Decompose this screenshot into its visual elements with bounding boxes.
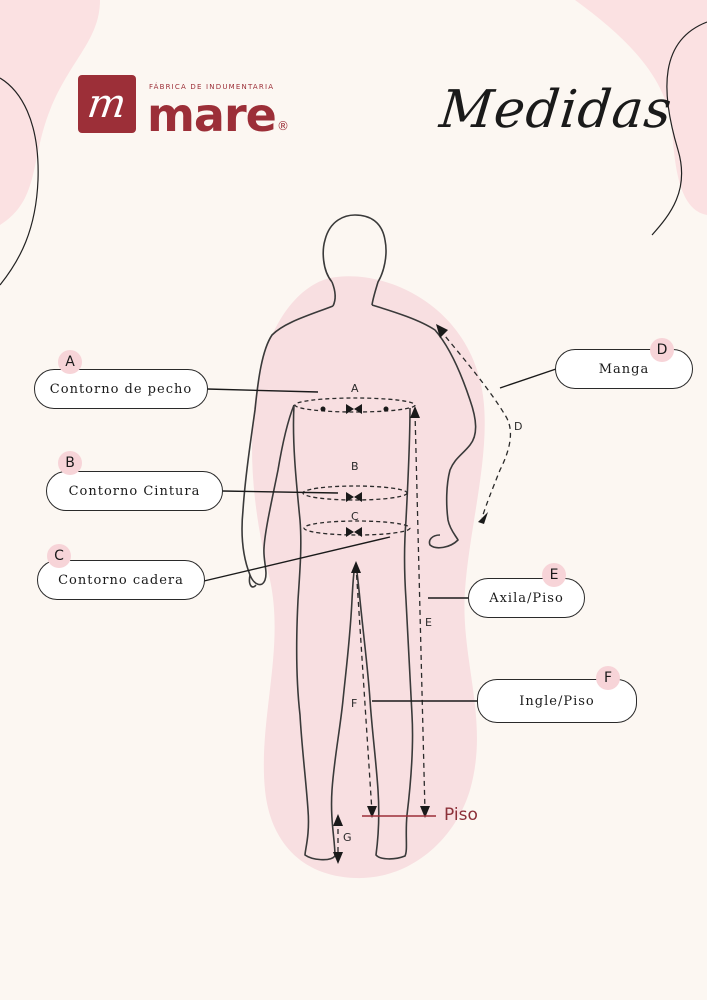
figure-letter-e: E: [425, 616, 432, 629]
figure-letter-b: B: [351, 460, 359, 473]
label-text: Ingle/Piso: [519, 693, 595, 709]
label-text: Axila/Piso: [489, 590, 564, 606]
top-right-curve: [651, 21, 707, 236]
neck-left: [331, 281, 336, 307]
top-left-curve: [0, 77, 39, 286]
bowtie-b: [346, 492, 362, 502]
arrow-d-bottom: [478, 512, 488, 524]
badge-b: B: [58, 451, 82, 475]
label-contorno-cadera: Contorno cadera: [37, 560, 205, 600]
leader-b: [221, 490, 339, 494]
measure-lines: [337, 329, 512, 858]
chest-dot-right: [383, 406, 389, 412]
arrow-f-top: [351, 561, 361, 573]
leader-d: [499, 368, 557, 389]
hip-ellipse: [303, 520, 411, 536]
leader-a: [206, 388, 319, 393]
label-axila-piso: Axila/Piso: [468, 578, 585, 618]
figure-letter-a: A: [351, 382, 359, 395]
chest-dot-left: [320, 406, 326, 412]
label-text: Manga: [598, 361, 650, 377]
brand-tagline: FÁBRICA DE INDUMENTARIA: [149, 83, 275, 91]
measure-bowties: [320, 404, 389, 537]
bowtie-c: [346, 527, 362, 537]
arrow-e-bottom: [420, 806, 430, 818]
figure-letter-d: D: [514, 420, 522, 433]
badge-f: F: [596, 666, 620, 690]
arrow-e-top: [410, 406, 420, 418]
leader-c: [203, 536, 391, 582]
sleeve-line: [439, 329, 512, 519]
body-blob: [251, 276, 485, 879]
body-outline: [241, 214, 477, 861]
left-shoulder-arm: [241, 305, 334, 586]
brand-registered: ®: [277, 119, 289, 133]
badge-c: C: [47, 544, 71, 568]
arrow-g-top: [333, 814, 343, 826]
top-left-blob: [0, 0, 100, 225]
right-shoulder-arm: [371, 304, 477, 549]
bowtie-a: [346, 404, 362, 414]
figure-letter-f: F: [351, 697, 357, 710]
arrow-g-bottom: [333, 852, 343, 864]
torso-right: [355, 407, 414, 860]
leader-lines: [203, 368, 557, 702]
arrow-d-top: [436, 324, 448, 338]
figure-letter-g: G: [343, 831, 352, 844]
left-hand: [248, 574, 257, 588]
floor-label: Piso: [444, 805, 478, 825]
arrow-f-bottom: [367, 806, 377, 818]
brand-logo-mark: m: [78, 75, 136, 133]
badge-d: D: [650, 338, 674, 362]
label-contorno-cintura: Contorno Cintura: [46, 471, 223, 511]
figure-letter-c: C: [351, 510, 359, 523]
label-contorno-pecho: Contorno de pecho: [34, 369, 208, 409]
axila-line: [414, 411, 426, 813]
page-title: Medidas: [436, 80, 676, 140]
chest-ellipse: [294, 397, 416, 413]
label-text: Contorno Cintura: [68, 483, 201, 499]
badge-a: A: [58, 350, 82, 374]
label-text: Contorno cadera: [58, 572, 184, 588]
measure-arrowheads: [333, 324, 488, 864]
torso-left: [292, 404, 356, 861]
head: [322, 214, 387, 306]
top-right-blob: [575, 0, 707, 215]
brand-wordmark: mare: [147, 88, 277, 142]
logo-m-glyph: m: [84, 81, 130, 127]
badge-e: E: [542, 563, 566, 587]
label-text: Contorno de pecho: [49, 381, 193, 397]
